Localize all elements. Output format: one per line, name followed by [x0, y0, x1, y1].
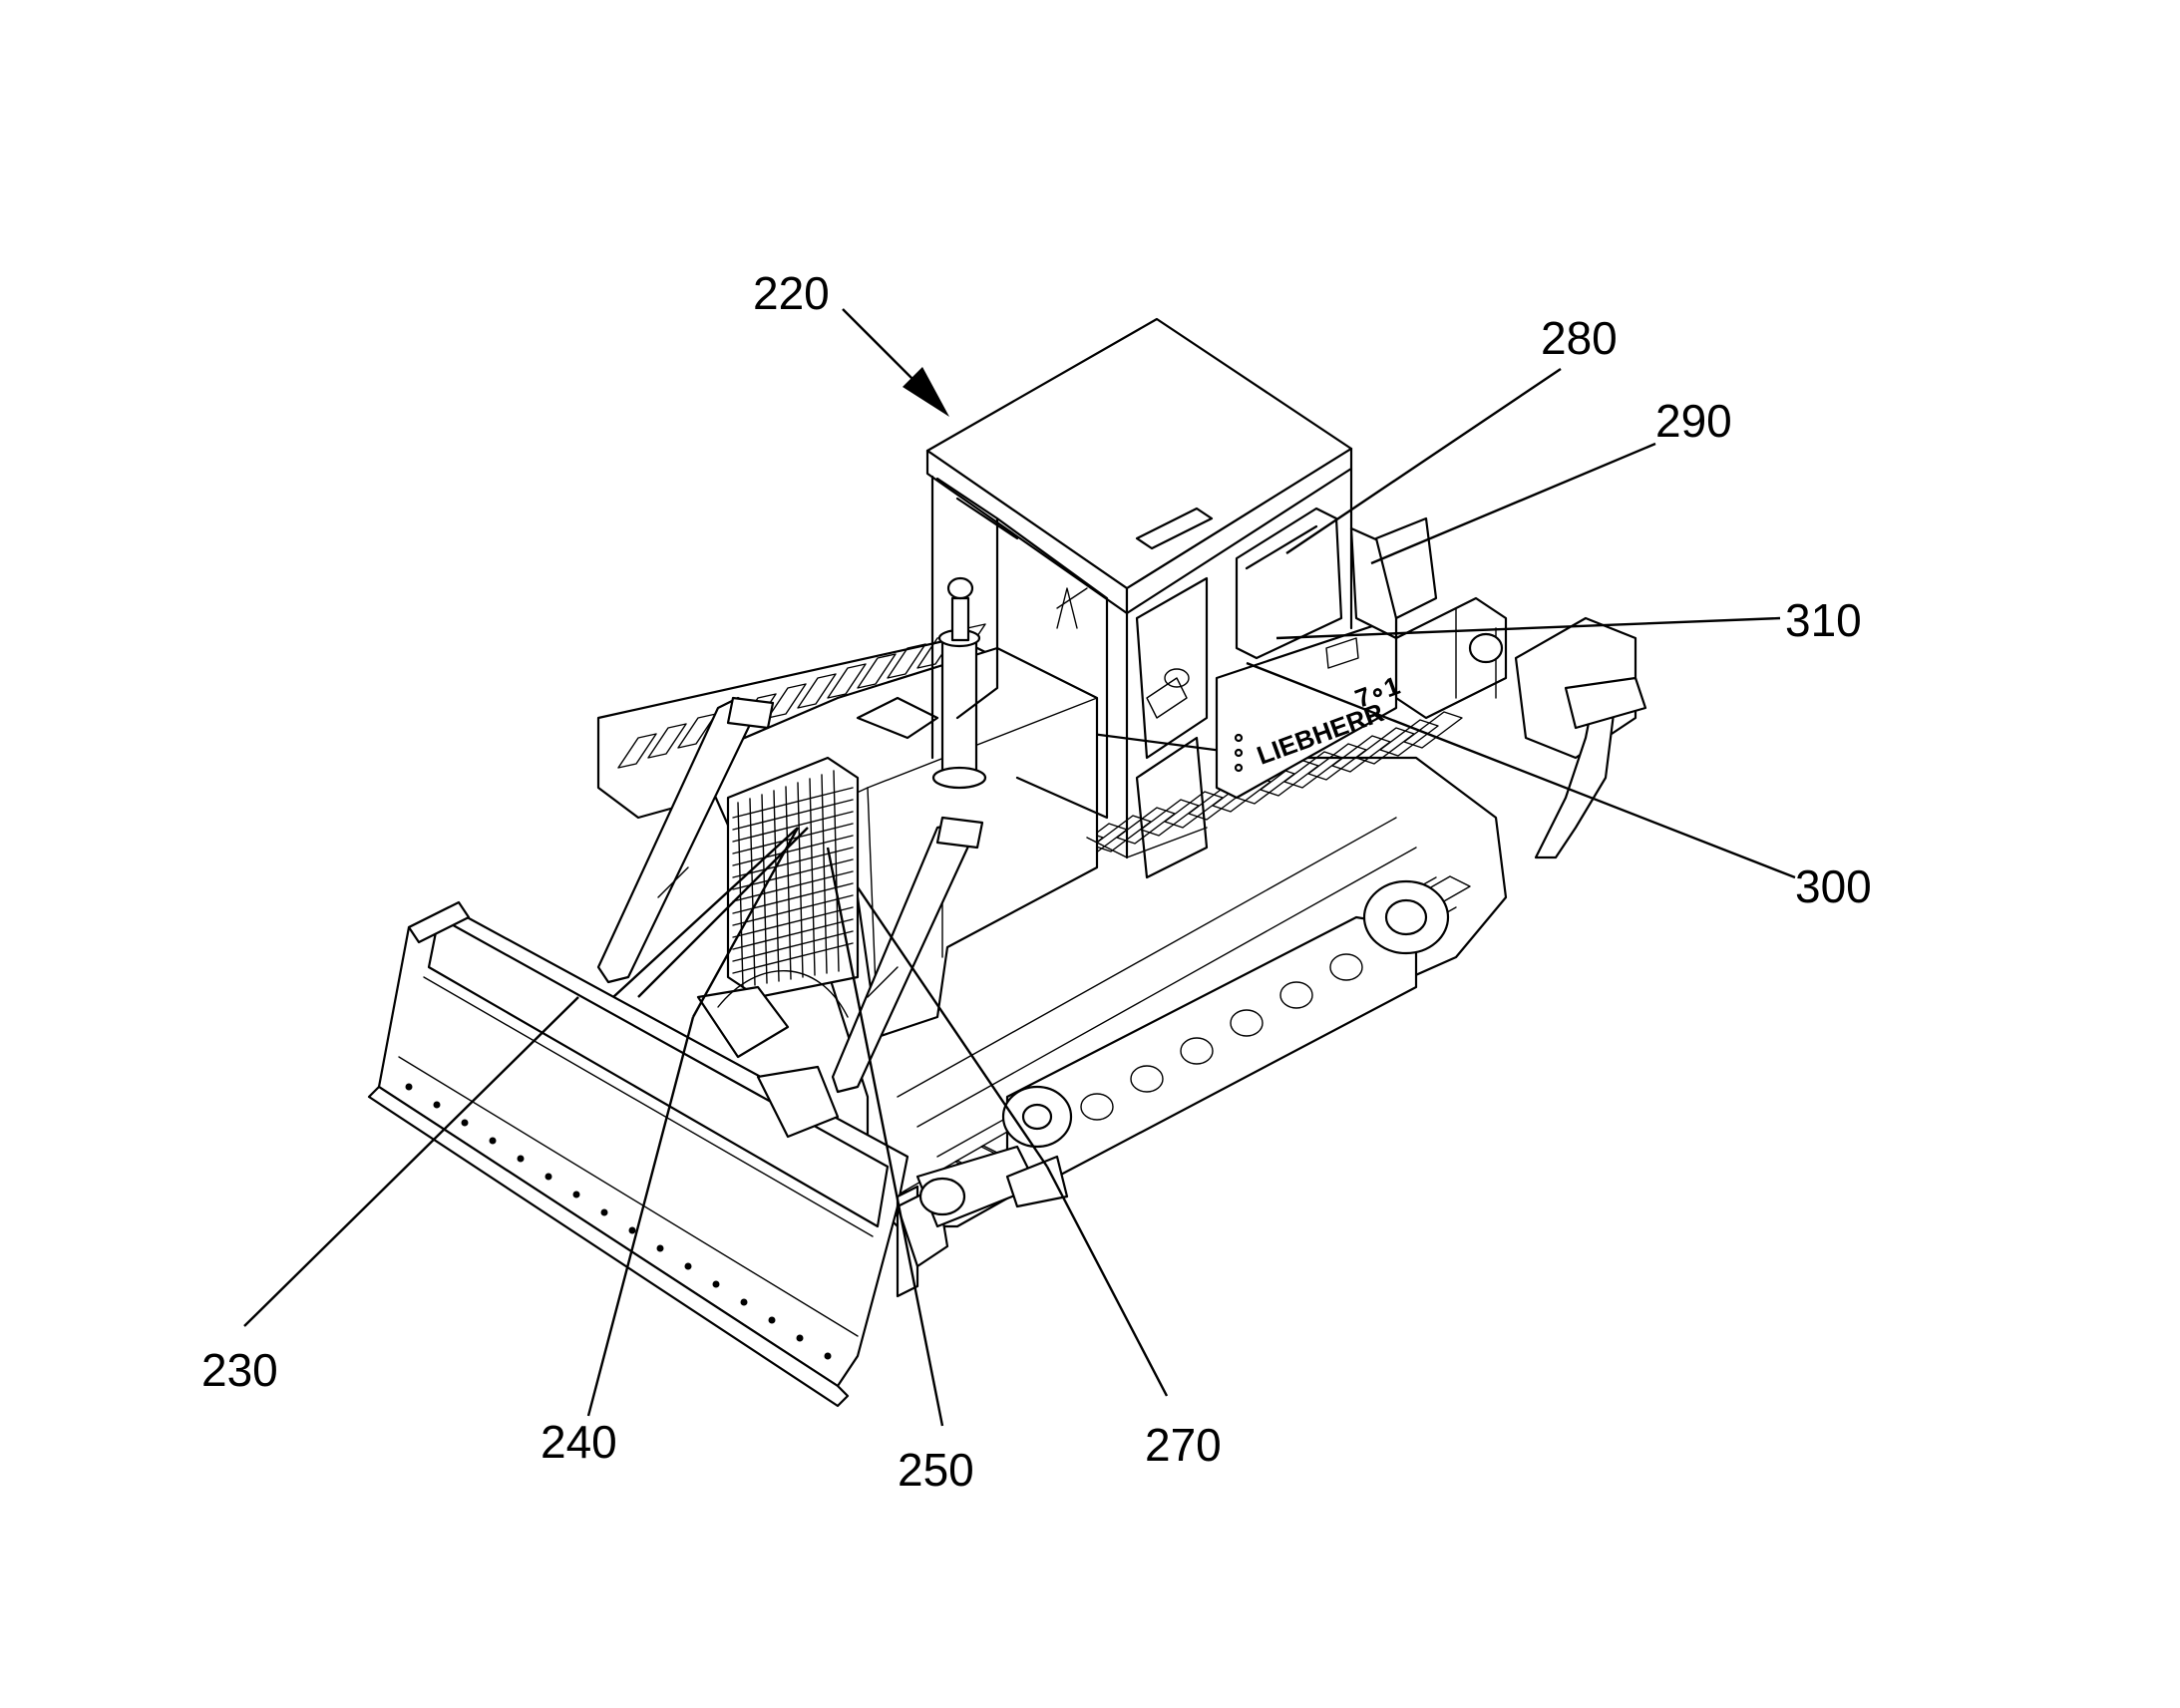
grille-bar — [732, 847, 854, 878]
leader-230b — [612, 827, 799, 998]
blade-bolt — [712, 1280, 720, 1288]
leader-300 — [1246, 661, 1796, 879]
label-290: 290 — [1655, 395, 1732, 447]
blade-bolt — [572, 1191, 580, 1198]
grille-bar — [732, 858, 854, 890]
grille-bar — [732, 787, 854, 819]
blade-bolt — [433, 1101, 441, 1109]
blade-bolt — [740, 1298, 748, 1306]
leader-270b — [857, 886, 1048, 1168]
blade-bolt — [600, 1208, 608, 1216]
label-310: 310 — [1785, 594, 1862, 646]
label-240: 240 — [541, 1416, 617, 1468]
track-roller — [1279, 981, 1313, 1009]
track-roller — [1329, 953, 1363, 981]
blade-bolt — [684, 1262, 692, 1270]
leader-310 — [1275, 616, 1781, 640]
leader-240b — [691, 827, 800, 1018]
grille-bar — [732, 811, 854, 843]
blade-bolt — [517, 1155, 525, 1163]
blade-bolt — [461, 1119, 469, 1127]
arrowhead-220 — [903, 367, 949, 417]
blade-bolt — [656, 1244, 664, 1252]
leader-290 — [1370, 442, 1656, 565]
blade-bolt — [824, 1352, 832, 1360]
label-270: 270 — [1145, 1419, 1222, 1471]
label-220: 220 — [753, 267, 830, 319]
left-track-shoe — [887, 643, 926, 679]
reference-labels: 220 280 290 310 300 230 240 250 270 — [201, 267, 1872, 1496]
track-frame — [1001, 879, 1450, 1179]
blade-bolt — [796, 1334, 804, 1342]
push-frame — [696, 970, 1069, 1228]
grille-bar — [732, 918, 854, 950]
grille-bar — [749, 798, 756, 986]
grille-bar — [732, 930, 854, 962]
label-230: 230 — [201, 1344, 278, 1396]
grille-bar — [732, 906, 854, 938]
blade-bolt — [405, 1083, 413, 1091]
lift-cylinders — [596, 696, 984, 1094]
track-roller — [1130, 1065, 1164, 1093]
left-track-shoe — [827, 663, 867, 699]
grille-bar — [732, 942, 854, 974]
grille-bar — [732, 894, 854, 926]
label-250: 250 — [898, 1444, 974, 1496]
engine-hood — [696, 576, 1099, 1039]
leader-240 — [586, 1016, 695, 1417]
grille-bar — [732, 835, 854, 866]
track-roller — [1180, 1037, 1214, 1065]
left-track-shoe — [857, 653, 897, 689]
track-roller — [1230, 1009, 1264, 1037]
leader-230 — [243, 996, 579, 1327]
left-track-shoe — [647, 723, 687, 759]
blade-bolt — [545, 1173, 552, 1181]
operator-cab: LIEBHERR 7∘1 — [925, 317, 1438, 879]
grille-bar — [809, 778, 816, 976]
left-track-shoe — [767, 683, 807, 719]
dozer-blade — [367, 900, 949, 1408]
label-280: 280 — [1541, 312, 1618, 364]
bulldozer-drawing: LIEBHERR 7∘1 — [367, 317, 1647, 1408]
track-grouser — [1379, 719, 1439, 757]
grille-bar — [797, 782, 804, 978]
leader-240c — [637, 827, 809, 998]
track-grouser — [1403, 711, 1463, 749]
blade-bolt — [768, 1316, 776, 1324]
label-300: 300 — [1795, 860, 1872, 912]
track-roller — [1080, 1093, 1114, 1121]
grille-bar — [732, 799, 854, 831]
leader-lines — [243, 308, 1796, 1427]
leader-280 — [1285, 368, 1562, 554]
ripper — [1394, 596, 1647, 859]
blade-bolt — [628, 1226, 636, 1234]
left-track-shoe — [617, 733, 657, 769]
blade-bolt — [489, 1137, 497, 1145]
leader-270 — [1045, 1166, 1169, 1397]
leader-250 — [826, 847, 944, 1427]
left-track-shoe — [797, 673, 837, 709]
